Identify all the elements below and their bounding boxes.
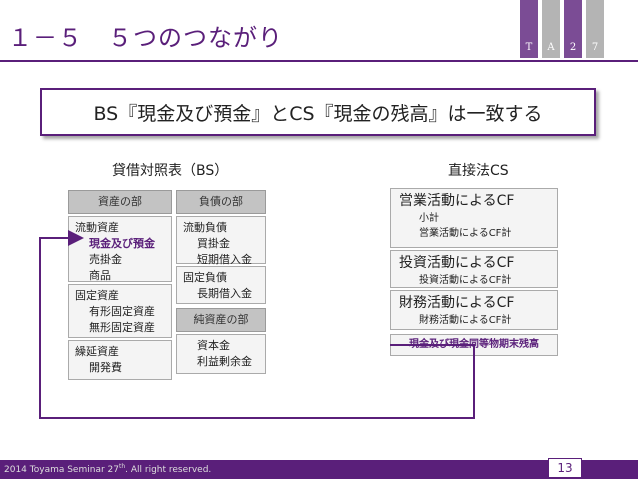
current-liability-item: 短期借入金: [197, 253, 252, 266]
current-liabilities-label: 流動負債: [183, 221, 227, 234]
current-liabilities-box: 流動負債 買掛金 短期借入金: [176, 216, 266, 266]
current-asset-item: 売掛金: [89, 253, 122, 266]
current-assets-box: 流動資産 現金及び預金 売掛金 商品: [68, 216, 172, 282]
investing-cf-item: 投資活動によるCF計: [419, 275, 512, 286]
key-message-banner: BS『現金及び預金』とCS『現金の残高』は一致する: [40, 88, 596, 136]
current-asset-item: 商品: [89, 269, 111, 282]
cs-heading: 直接法CS: [448, 163, 509, 179]
deferred-assets-label: 繰延資産: [75, 345, 119, 358]
net-assets-header: 純資産の部: [176, 308, 266, 332]
fixed-assets-label: 固定資産: [75, 289, 119, 302]
slide-title: １－５ ５つのつながり: [8, 24, 283, 52]
operating-cf-box: 営業活動によるCF 小計 営業活動によるCF計: [390, 188, 558, 248]
deferred-assets-box: 繰延資産 開発費: [68, 340, 172, 380]
financing-cf-item: 財務活動によるCF計: [419, 315, 512, 326]
bs-heading: 貸借対照表（BS）: [112, 163, 229, 179]
liabilities-header: 負債の部: [176, 190, 266, 214]
fixed-liabilities-label: 固定負債: [183, 271, 227, 284]
brand-letter-t: T: [525, 42, 533, 53]
brand-letter-7: 7: [591, 42, 599, 53]
brand-bar-2: [564, 0, 582, 58]
financing-cf-box: 財務活動によるCF 財務活動によるCF計: [390, 290, 558, 330]
current-assets-label: 流動資産: [75, 221, 119, 234]
brand-bar-t: [520, 0, 538, 58]
fixed-liability-item: 長期借入金: [197, 287, 252, 300]
brand-bar-7: [586, 0, 604, 58]
deferred-asset-item: 開発費: [89, 361, 122, 374]
net-asset-item: 利益剰余金: [197, 355, 252, 368]
net-assets-box: 資本金 利益剰余金: [176, 334, 266, 374]
operating-cf-item: 小計: [419, 213, 439, 224]
investing-cf-label: 投資活動によるCF: [399, 255, 515, 271]
brand-bar-a: [542, 0, 560, 58]
fixed-asset-item: 有形固定資産: [89, 305, 155, 318]
title-divider: [0, 60, 638, 62]
footer-bar: 2014 Toyama Seminar 27th. All right rese…: [0, 460, 638, 479]
page-number: 13: [548, 458, 582, 478]
copyright-text: 2014 Toyama Seminar 27th. All right rese…: [4, 463, 212, 475]
investing-cf-box: 投資活動によるCF 投資活動によるCF計: [390, 250, 558, 288]
operating-cf-label: 営業活動によるCF: [399, 193, 515, 209]
operating-cf-item: 営業活動によるCF計: [419, 228, 512, 239]
financing-cf-label: 財務活動によるCF: [399, 295, 515, 311]
current-liability-item: 買掛金: [197, 237, 230, 250]
brand-letter-a: A: [547, 42, 555, 53]
fixed-assets-box: 固定資産 有形固定資産 無形固定資産: [68, 284, 172, 338]
assets-header: 資産の部: [68, 190, 172, 214]
fixed-liabilities-box: 固定負債 長期借入金: [176, 266, 266, 304]
cash-and-deposits-highlight: 現金及び預金: [89, 237, 155, 250]
fixed-asset-item: 無形固定資産: [89, 321, 155, 334]
net-asset-item: 資本金: [197, 339, 230, 352]
brand-letter-2: 2: [569, 42, 577, 53]
